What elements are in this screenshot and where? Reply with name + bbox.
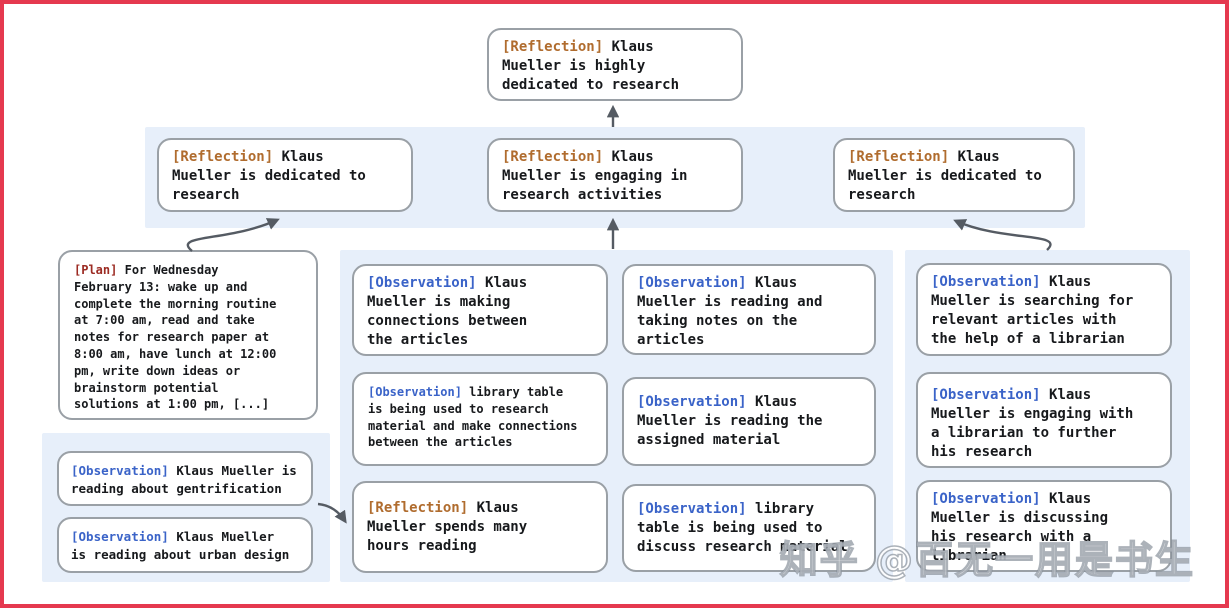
node-text: Klaus Mueller is dedicated to research <box>848 149 1042 203</box>
node-text: Klaus Mueller is dedicated to research <box>172 149 366 203</box>
node-tag: [Reflection] <box>502 39 604 55</box>
left-observation-node-1: [Observation] Klaus Mueller is reading a… <box>57 451 313 506</box>
right-observation-node-1: [Observation] Klaus Mueller is searching… <box>916 263 1172 356</box>
node-tag: [Observation] <box>367 275 477 291</box>
band-reflection-node-2: [Reflection] Klaus Mueller is engaging i… <box>487 138 743 212</box>
node-text: Klaus Mueller is engaging in research ac… <box>502 149 688 203</box>
node-tag: [Observation] <box>637 501 747 517</box>
node-text: Klaus Mueller is reading about gentrific… <box>71 463 297 496</box>
node-tag: [Reflection] <box>172 149 274 165</box>
node-tag: [Observation] <box>637 275 747 291</box>
node-tag: [Reflection] <box>502 149 604 165</box>
node-text: Klaus Mueller is discussing his research… <box>931 491 1109 564</box>
node-tag: [Observation] <box>931 274 1041 290</box>
node-text: For Wednesday February 13: wake up and c… <box>74 263 277 412</box>
node-text: Klaus Mueller is making connections betw… <box>367 275 528 348</box>
node-tag: [Observation] <box>931 491 1041 507</box>
node-text: Klaus Mueller is searching for relevant … <box>931 274 1134 347</box>
node-text: Klaus Mueller is engaging with a librari… <box>931 387 1134 460</box>
node-tag: [Observation] <box>931 387 1041 403</box>
root-reflection-node: [Reflection] Klaus Mueller is highly ded… <box>487 28 743 101</box>
node-tag: [Observation] <box>71 529 169 544</box>
node-text: Klaus Mueller is reading and taking note… <box>637 275 823 348</box>
mid-col2-observation-node-3: [Observation] library table is being use… <box>622 484 876 572</box>
band-reflection-node-1: [Reflection] Klaus Mueller is dedicated … <box>157 138 413 212</box>
node-text: Klaus Mueller spends many hours reading <box>367 500 528 554</box>
band-reflection-node-3: [Reflection] Klaus Mueller is dedicated … <box>833 138 1075 212</box>
mid-col2-observation-node-1: [Observation] Klaus Mueller is reading a… <box>622 264 876 355</box>
node-tag: [Plan] <box>74 263 118 277</box>
watermark: 知乎 @百无一用是书生 <box>779 537 1195 583</box>
node-tag: [Reflection] <box>848 149 950 165</box>
mid-col1-observation-node-2: [Observation] library table is being use… <box>352 372 608 466</box>
node-text: library table is being used to discuss r… <box>637 501 848 555</box>
node-text: Klaus Mueller is highly dedicated to res… <box>502 39 680 93</box>
right-observation-node-2: [Observation] Klaus Mueller is engaging … <box>916 372 1172 468</box>
mid-col1-observation-node-1: [Observation] Klaus Mueller is making co… <box>352 264 608 356</box>
node-text: Klaus Mueller is reading about urban des… <box>71 529 290 562</box>
right-observation-node-3: [Observation] Klaus Mueller is discussin… <box>916 480 1172 572</box>
node-tag: [Reflection] <box>367 500 469 516</box>
node-tag: [Observation] <box>637 394 747 410</box>
left-observation-node-2: [Observation] Klaus Mueller is reading a… <box>57 517 313 573</box>
node-text: Klaus Mueller is reading the assigned ma… <box>637 394 823 448</box>
node-tag: [Observation] <box>368 385 462 399</box>
node-text: library table is being used to research … <box>368 385 578 450</box>
mid-col2-observation-node-2: [Observation] Klaus Mueller is reading t… <box>622 377 876 466</box>
mid-col1-reflection-node-3: [Reflection] Klaus Mueller spends many h… <box>352 481 608 573</box>
plan-node: [Plan] For Wednesday February 13: wake u… <box>58 250 318 420</box>
node-tag: [Observation] <box>71 463 169 478</box>
